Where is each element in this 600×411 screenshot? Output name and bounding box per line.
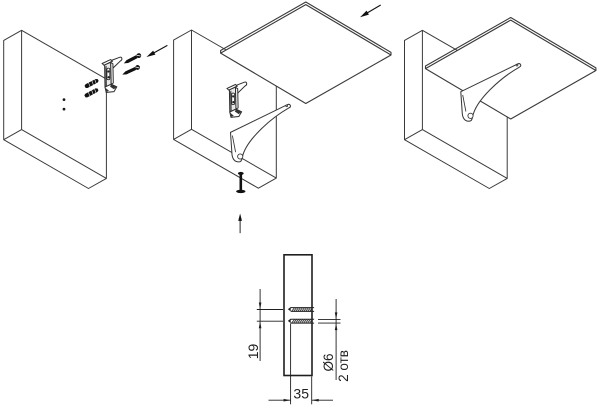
dim-label-hole-depth: 35 [293,385,309,401]
mounting-bracket [101,56,123,93]
step1-attach-bracket [3,29,170,189]
dim-arrowhead-icon [258,321,262,329]
dim-arrowhead-icon [311,398,319,402]
screw-icon [236,171,246,194]
dim-arrowhead-icon [334,312,338,320]
dimension-drawing: 19 Ø6 2 отв 35 [245,254,351,405]
wall-panel [3,29,107,189]
insert-arrow-icon [358,2,383,20]
dim-label-hole-spacing: 19 [245,344,261,360]
dim-arrowhead-icon [283,398,291,402]
screw-icon [120,63,142,78]
insert-arrow-icon [144,42,170,60]
dim-arrowhead-icon [334,323,338,331]
pilot-hole [62,98,66,101]
step3-assembled [404,16,597,189]
panel-side-view [283,254,313,377]
insert-arrow-icon [237,213,243,234]
dim-label-hole-diameter: Ø6 [321,353,336,371]
dim-label-hole-count: 2 отв [336,350,351,382]
step2-hang-arm-and-shelf [173,1,392,234]
screw-icon [122,51,143,66]
dim-arrowhead-icon [258,302,262,310]
pilot-hole [62,107,66,111]
